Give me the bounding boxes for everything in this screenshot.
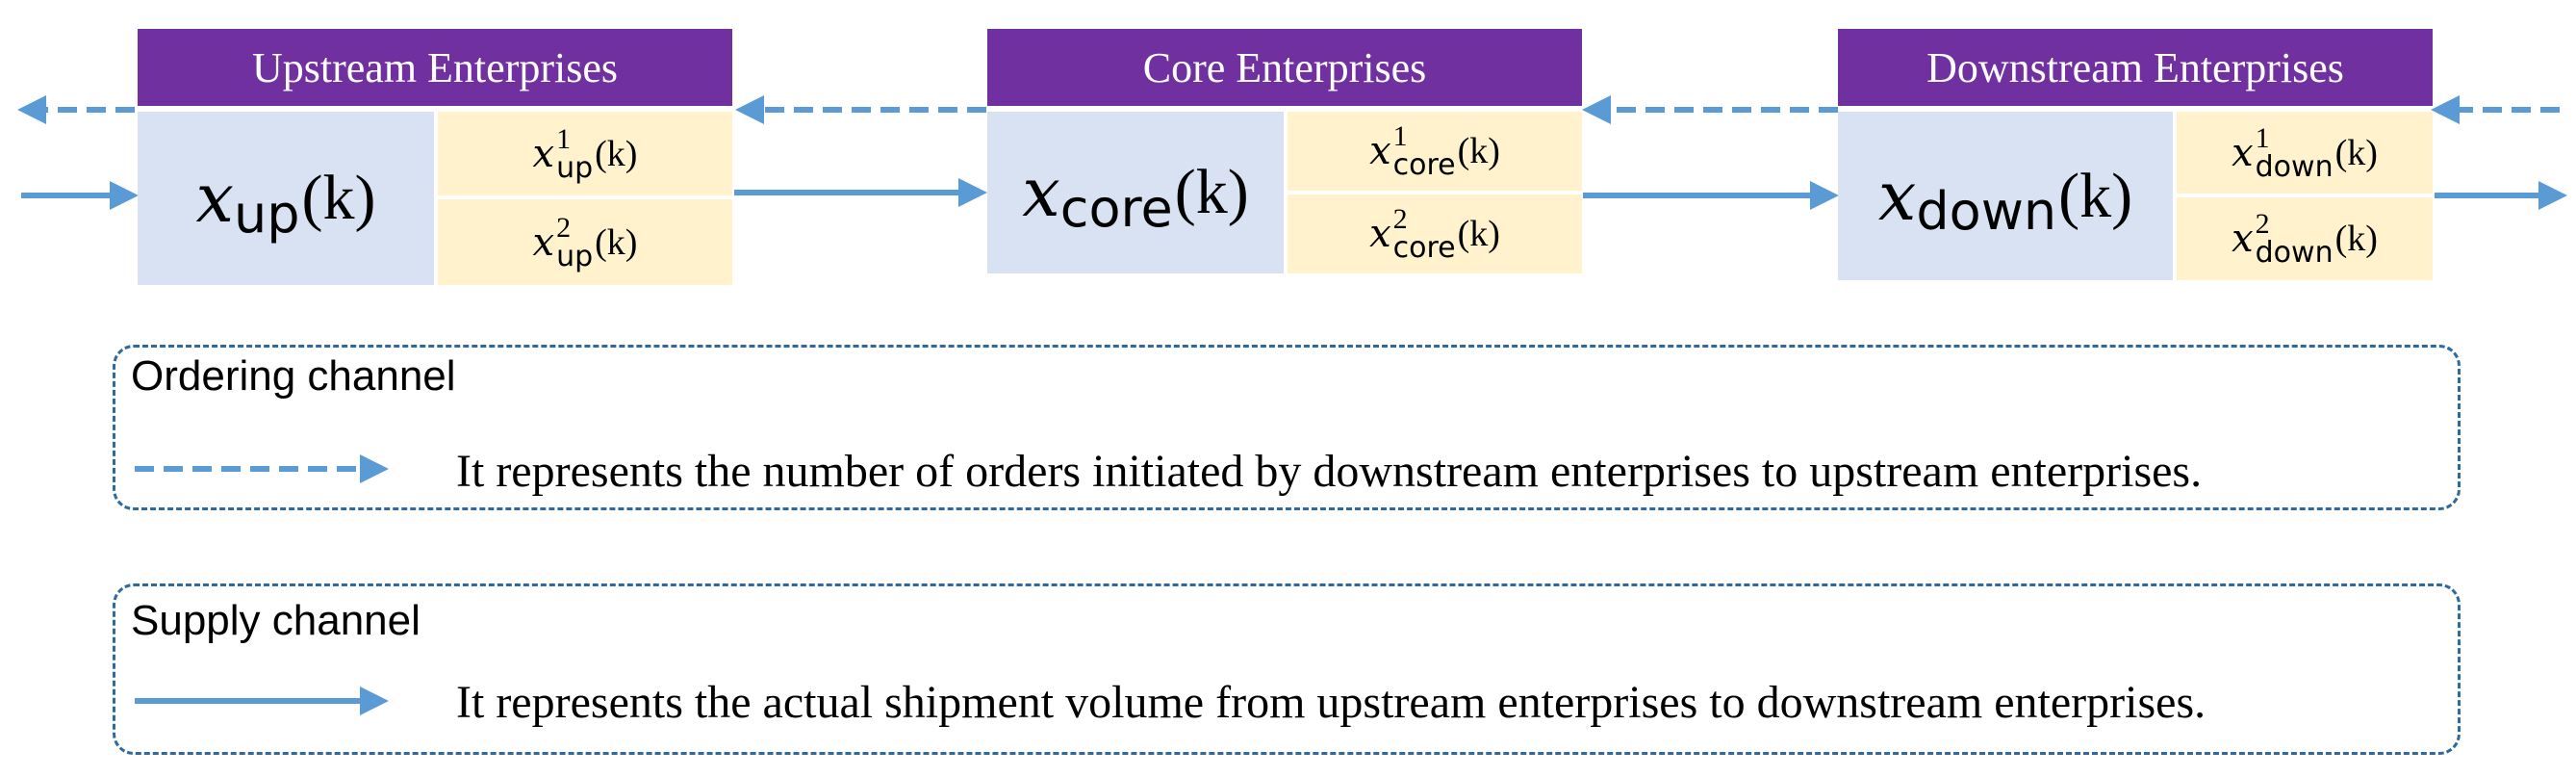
ordering-channel-title: Ordering channel — [131, 352, 456, 400]
main-subscript: up — [234, 183, 300, 245]
ordering-channel-legend — [113, 345, 2461, 510]
main-var: x — [195, 159, 234, 238]
upstream-header: Upstream Enterprises — [138, 29, 732, 106]
downstream-header: Downstream Enterprises — [1838, 29, 2433, 106]
main-arg: (k) — [301, 163, 376, 233]
supply-channel-title: Supply channel — [131, 597, 421, 644]
supply-channel-description: It represents the actual shipment volume… — [456, 677, 2206, 728]
ordering-channel-description: It represents the number of orders initi… — [456, 446, 2203, 497]
supply-channel-legend — [113, 583, 2461, 755]
core-header: Core Enterprises — [987, 29, 1582, 106]
